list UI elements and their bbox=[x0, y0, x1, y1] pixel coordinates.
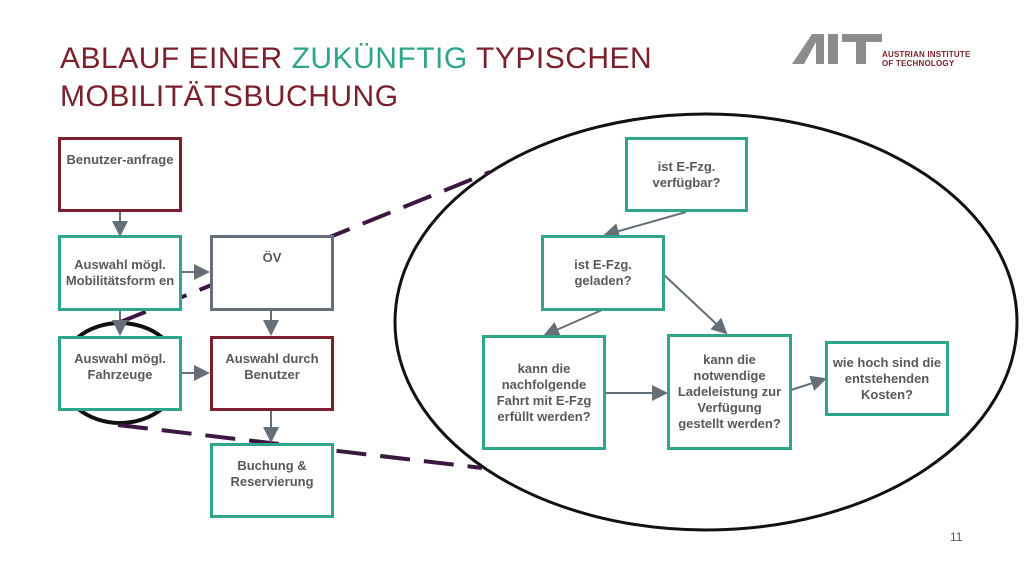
logo-line2: OF TECHNOLOGY bbox=[882, 59, 955, 68]
arrow-geladen-fahrt bbox=[543, 309, 603, 337]
ait-logo bbox=[792, 34, 882, 64]
box-buchung: Buchung & Reservierung bbox=[210, 443, 334, 518]
title-part2: TYPISCHEN MOBILITÄTSBUCHUNG bbox=[60, 42, 653, 113]
box-auswahl-mobilitaetsform: Auswahl mögl. Mobilitätsform en bbox=[58, 235, 182, 311]
box-oev-label: ÖV bbox=[262, 250, 282, 265]
arrow-verfuegbar-geladen bbox=[603, 211, 687, 239]
title-accent: ZUKÜNFTIG bbox=[291, 42, 468, 75]
box-auswahl-benutzer-label: Auswahl durch Benutzer bbox=[225, 351, 319, 382]
box-benutzeranfrage: Benutzer-anfrage bbox=[58, 137, 182, 212]
page-number: 11 bbox=[950, 530, 963, 544]
box-fahrt-erfuellt: kann die nachfolgende Fahrt mit E-Fzg er… bbox=[482, 335, 606, 450]
box-auswahl-fahrzeuge: Auswahl mögl. Fahrzeuge bbox=[58, 336, 182, 411]
box-kosten-label: wie hoch sind die entstehenden Kosten? bbox=[832, 354, 942, 402]
box-oev: ÖV bbox=[210, 235, 334, 311]
logo-text: AUSTRIAN INSTITUTE OF TECHNOLOGY bbox=[882, 50, 971, 68]
box-auswahl-mobilitaetsform-label: Auswahl mögl. Mobilitätsform en bbox=[65, 257, 175, 288]
box-ladeleistung: kann die notwendige Ladeleistung zur Ver… bbox=[667, 334, 792, 450]
box-verfuegbar: ist E-Fzg. verfügbar? bbox=[625, 137, 748, 212]
arrow-ladeleistung-kosten bbox=[790, 375, 827, 391]
box-auswahl-benutzer: Auswahl durch Benutzer bbox=[210, 336, 334, 411]
title-part1: ABLAUF EINER bbox=[60, 42, 292, 75]
arrow-geladen-ladeleistung bbox=[662, 273, 728, 335]
box-buchung-label: Buchung & Reservierung bbox=[230, 458, 314, 489]
zoom-ellipse bbox=[393, 112, 1019, 532]
box-fahrt-erfuellt-label: kann die nachfolgende Fahrt mit E-Fzg er… bbox=[496, 360, 592, 424]
box-ladeleistung-label: kann die notwendige Ladeleistung zur Ver… bbox=[677, 352, 782, 431]
page-title: ABLAUF EINER ZUKÜNFTIG TYPISCHEN MOBILIT… bbox=[60, 40, 780, 116]
box-geladen-label: ist E-Fzg. geladen? bbox=[574, 257, 632, 288]
box-auswahl-fahrzeuge-label: Auswahl mögl. Fahrzeuge bbox=[74, 351, 166, 382]
box-benutzeranfrage-label: Benutzer-anfrage bbox=[66, 152, 174, 167]
box-kosten: wie hoch sind die entstehenden Kosten? bbox=[825, 341, 949, 416]
box-verfuegbar-label: ist E-Fzg. verfügbar? bbox=[652, 158, 721, 190]
box-geladen: ist E-Fzg. geladen? bbox=[541, 235, 665, 311]
logo-line1: AUSTRIAN INSTITUTE bbox=[882, 50, 971, 59]
